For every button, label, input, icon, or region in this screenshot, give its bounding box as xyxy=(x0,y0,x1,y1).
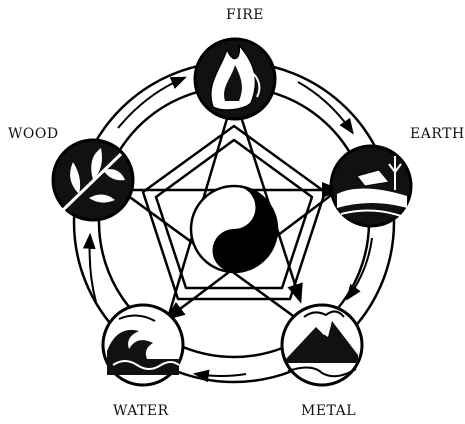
yin-yang-symbol xyxy=(191,186,277,272)
wood-medallion xyxy=(53,140,133,220)
fire-medallion xyxy=(195,39,275,119)
label-water: WATER xyxy=(113,404,169,418)
label-fire: FIRE xyxy=(226,8,264,22)
arrow-metal-water xyxy=(196,374,246,376)
metal-medallion xyxy=(282,305,362,385)
label-earth: EARTH xyxy=(410,127,465,141)
label-wood: WOOD xyxy=(8,127,59,141)
earth-medallion xyxy=(331,146,411,226)
label-metal: METAL xyxy=(301,404,356,418)
water-medallion xyxy=(103,305,183,385)
